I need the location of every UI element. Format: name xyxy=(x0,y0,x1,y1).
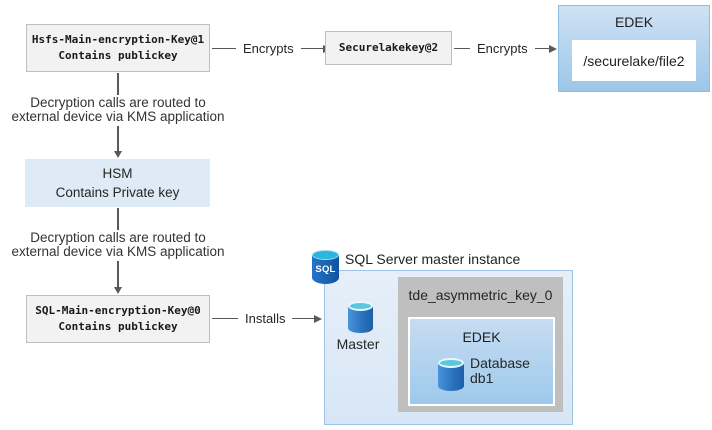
arrowhead-right-icon xyxy=(548,44,557,53)
sql-instance-title: SQL Server master instance xyxy=(345,251,521,267)
edek-title: EDEK xyxy=(614,14,654,30)
edek-file-node: EDEK /securelake/file2 xyxy=(558,5,710,92)
tde-asymmetric-key-label: tde_asymmetric_key_0 xyxy=(408,287,553,303)
encrypts-label-2: Encrypts xyxy=(477,41,528,56)
arrow-line xyxy=(534,47,549,50)
sql-key-name: SQL-Main-encryption-Key@0 xyxy=(35,304,201,317)
installs-arrow: Installs xyxy=(212,310,323,327)
connector-line xyxy=(117,208,119,230)
db1-label-line: db1 xyxy=(470,370,494,386)
arrow-line xyxy=(292,317,315,320)
arrow-line xyxy=(212,47,236,50)
encrypts-arrow-1: Encrypts xyxy=(212,40,331,57)
sql-server-icon: SQL xyxy=(312,250,339,284)
arrowhead-down-icon xyxy=(113,287,122,294)
arrowhead-down-icon xyxy=(113,151,122,158)
database-db1-icon xyxy=(438,358,464,391)
kms-routing-note-top: Decryption calls are routed to external … xyxy=(3,96,233,124)
connector-line xyxy=(117,73,119,95)
encrypts-arrow-2: Encrypts xyxy=(454,40,557,57)
connector-line xyxy=(117,126,119,152)
edek-inner-container: EDEK xyxy=(408,317,555,406)
arrow-line xyxy=(454,47,470,50)
hsm-subtitle: Contains Private key xyxy=(55,185,180,200)
sql-main-encryption-key-node: SQL-Main-encryption-Key@0 Contains publi… xyxy=(26,295,210,343)
master-database-icon xyxy=(348,301,373,333)
hsfs-key-name: Hsfs-Main-encryption-Key@1 xyxy=(31,33,205,46)
kms-note-line: Decryption calls are routed to xyxy=(30,230,206,245)
arrowhead-right-icon xyxy=(314,314,323,323)
securelake-file-path: /securelake/file2 xyxy=(572,40,696,81)
kms-note-line: external device via KMS application xyxy=(11,244,225,259)
sql-icon-cylinder-top xyxy=(312,250,339,260)
securelakekey-label: Securelakekey@2 xyxy=(338,41,439,54)
master-label: Master xyxy=(336,336,380,352)
hsfs-key-subtitle: Contains publickey xyxy=(58,49,178,62)
arrow-line xyxy=(300,47,323,50)
hsm-node: HSM Contains Private key xyxy=(25,159,210,207)
database-db1-label: Database db1 xyxy=(470,356,530,386)
hsfs-main-encryption-key-node: Hsfs-Main-encryption-Key@1 Contains publ… xyxy=(26,24,210,72)
installs-label: Installs xyxy=(245,311,286,326)
kms-note-line: external device via KMS application xyxy=(11,109,225,124)
cylinder-top xyxy=(348,301,373,311)
sql-key-subtitle: Contains publickey xyxy=(58,320,178,333)
cylinder-top xyxy=(438,358,464,368)
securelakekey-node: Securelakekey@2 xyxy=(325,31,452,65)
database-label-line: Database xyxy=(470,355,530,371)
kms-note-line: Decryption calls are routed to xyxy=(30,95,206,110)
kms-routing-note-bottom: Decryption calls are routed to external … xyxy=(3,231,233,259)
arrow-line xyxy=(212,317,238,320)
hsm-title: HSM xyxy=(102,166,133,181)
edek-inner-title: EDEK xyxy=(462,329,501,345)
connector-line xyxy=(117,261,119,287)
encrypts-label-1: Encrypts xyxy=(243,41,294,56)
